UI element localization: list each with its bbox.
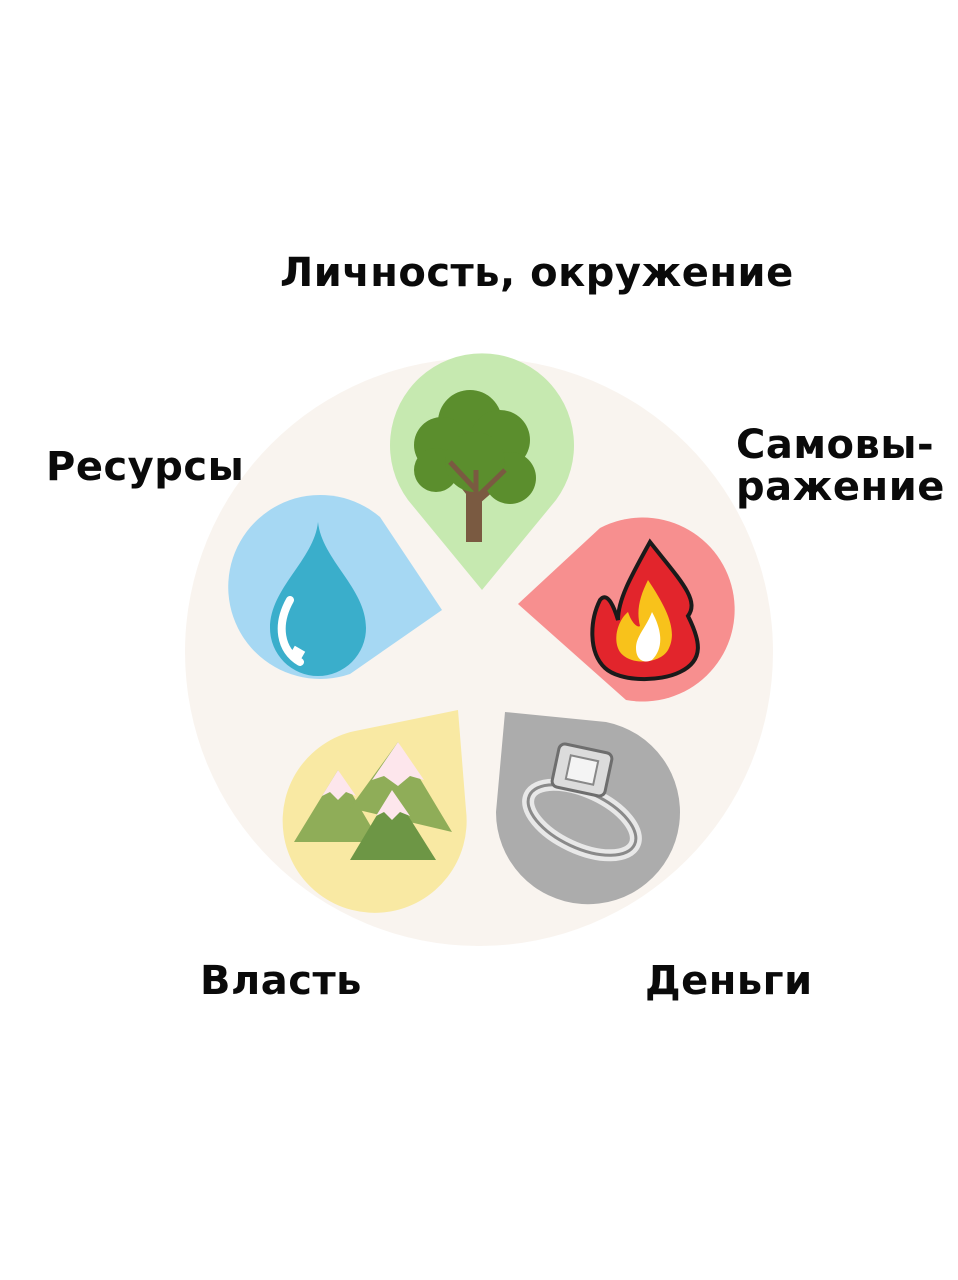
water-drop-icon: [270, 522, 366, 676]
ring-icon: [522, 742, 642, 862]
label-right-line1: Самовы-: [736, 422, 935, 468]
petal-water: [228, 494, 442, 679]
petal-ring: [495, 712, 680, 905]
mountains-icon: [294, 742, 452, 860]
label-top: Личность, окружение: [280, 250, 794, 296]
fire-icon: [590, 538, 700, 681]
petal-tree: [389, 353, 574, 590]
petal-fire: [518, 517, 735, 702]
tree-icon: [414, 390, 536, 542]
label-bottom-right: Деньги: [645, 958, 813, 1004]
label-right: Самовы- ражение: [736, 424, 945, 508]
label-bottom-left: Власть: [200, 958, 362, 1004]
label-right-line2: ражение: [736, 464, 945, 510]
label-left: Ресурсы: [46, 444, 245, 490]
petal-mountains: [282, 710, 467, 913]
